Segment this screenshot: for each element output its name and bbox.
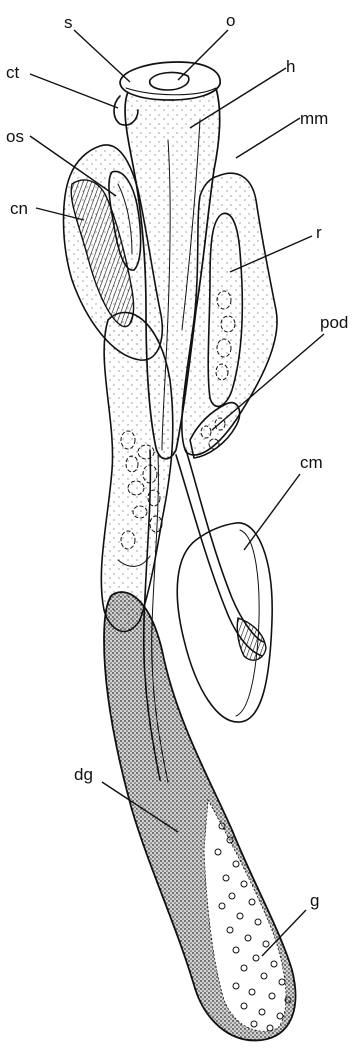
label-h-text: h [286, 57, 295, 76]
label-o-text: o [226, 11, 235, 30]
label-pod-text: pod [320, 313, 348, 332]
label-s: s [64, 13, 130, 82]
label-r-text: r [316, 223, 322, 242]
label-os-text: os [6, 127, 24, 146]
leader-mm [236, 118, 300, 158]
label-mm: mm [236, 109, 328, 158]
label-cn-text: cn [10, 199, 28, 218]
leader-s [74, 30, 130, 82]
label-cm: cm [244, 453, 323, 550]
leader-ct [30, 74, 118, 108]
label-ct: ct [6, 63, 118, 108]
label-g-text: g [310, 891, 319, 910]
foot-tip [237, 618, 266, 660]
label-s-text: s [64, 13, 73, 32]
label-dg-text: dg [74, 765, 93, 784]
label-ct-text: ct [6, 63, 20, 82]
leader-cm [244, 474, 300, 550]
cm-membrane-outline [177, 523, 272, 722]
label-cm-text: cm [300, 453, 323, 472]
label-mm-text: mm [300, 109, 328, 128]
